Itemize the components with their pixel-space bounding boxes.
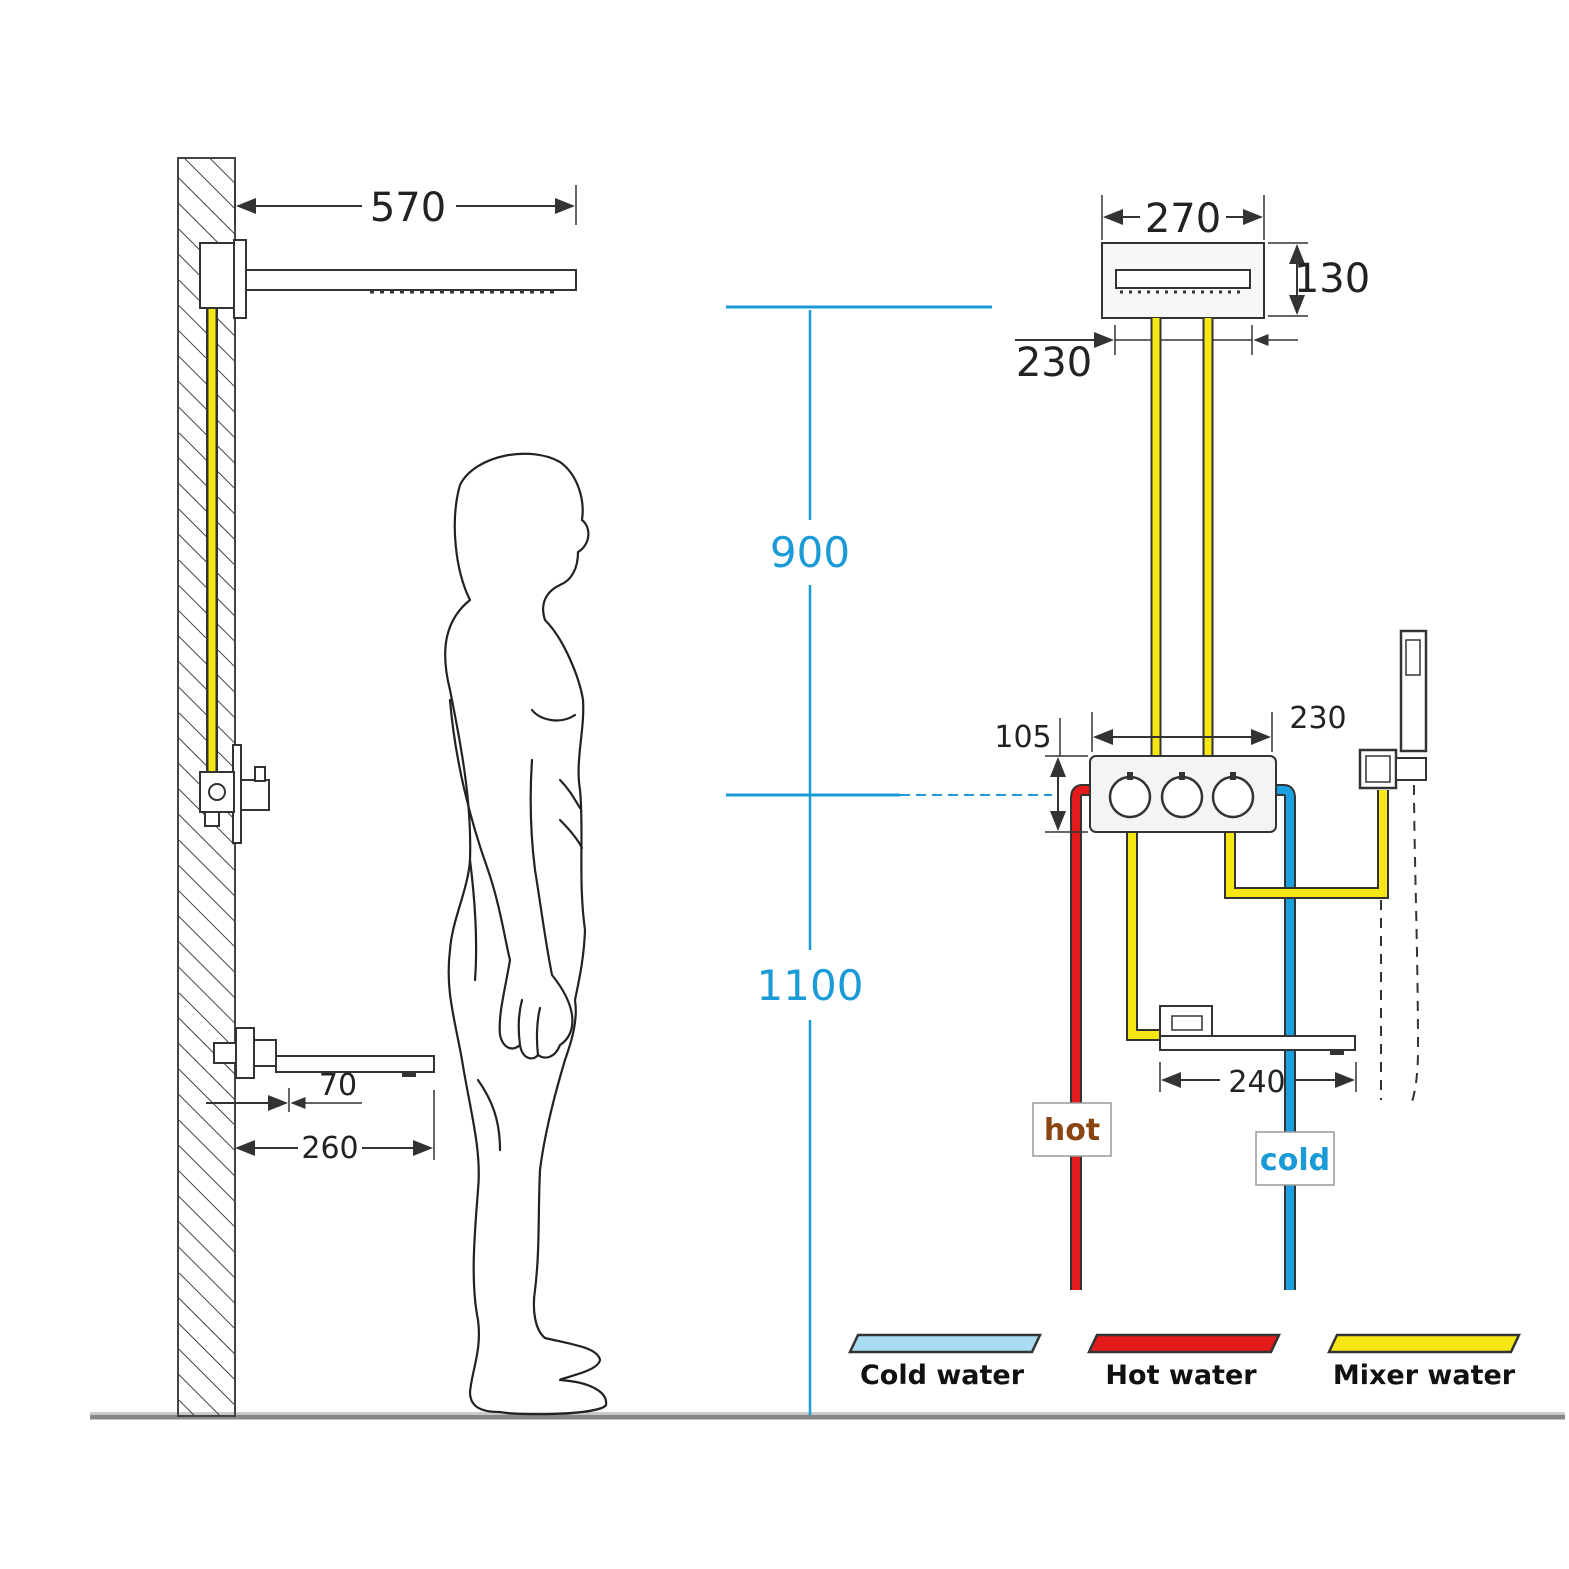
front-tub-spout <box>1159 1005 1356 1055</box>
height-dimensions: 900 1100 <box>726 305 1052 1415</box>
dim-head: 270 130 230 <box>1015 195 1370 386</box>
dim-front-spout: 240 <box>1159 1062 1357 1100</box>
arm-length-label: 570 <box>370 185 446 231</box>
valve-width-label: 230 <box>1289 701 1346 736</box>
legend-hot: Hot water <box>1087 1333 1281 1391</box>
spout-length-label: 260 <box>301 1131 358 1166</box>
valve-offset-label: 105 <box>994 720 1051 755</box>
valve-height-label: 1100 <box>757 961 864 1010</box>
head-height-label: 130 <box>1294 256 1370 302</box>
hand-shower <box>1358 629 1428 1103</box>
spout-offset-label: 70 <box>319 1068 357 1103</box>
dim-arm-length: 570 <box>234 185 577 231</box>
legend-cold: Cold water <box>848 1333 1042 1391</box>
legend: Cold water Hot water Mixer water <box>848 1333 1521 1391</box>
head-width-label: 270 <box>1145 196 1221 242</box>
front-shower-head <box>1101 242 1265 319</box>
legend-hot-label: Hot water <box>1105 1360 1257 1391</box>
side-tub-spout <box>213 1027 435 1079</box>
side-shower-head <box>199 239 577 319</box>
cold-tag: cold <box>1255 1131 1335 1186</box>
dim-spout: 70 260 <box>206 1068 435 1166</box>
human-figure <box>444 452 608 1416</box>
legend-cold-label: Cold water <box>860 1360 1025 1391</box>
hot-tag: hot <box>1032 1102 1112 1157</box>
legend-mixer-label: Mixer water <box>1333 1360 1516 1391</box>
side-valve <box>199 744 270 844</box>
dim-valve: 105 230 <box>994 701 1347 833</box>
supply-pipes <box>1070 784 1296 1290</box>
spout-width-label: 240 <box>1228 1065 1285 1100</box>
head-depth-label: 230 <box>1016 340 1092 386</box>
valve-plate <box>1089 755 1277 833</box>
cold-tag-label: cold <box>1260 1143 1330 1178</box>
overhead-height-label: 900 <box>770 528 850 577</box>
legend-mixer: Mixer water <box>1327 1333 1521 1391</box>
floor-line <box>90 1412 1565 1420</box>
hot-tag-label: hot <box>1044 1113 1100 1148</box>
front-mixer-pipes-up <box>1150 318 1214 758</box>
front-mixer-pipes-down <box>1126 790 1389 1041</box>
